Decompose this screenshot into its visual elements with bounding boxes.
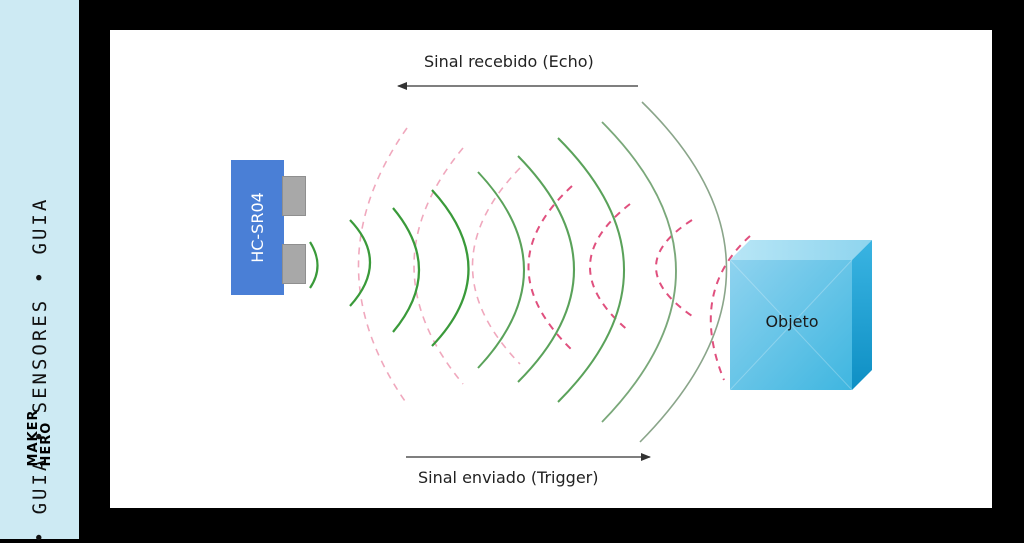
sent-wave-5 <box>477 171 525 369</box>
sent-wave-8 <box>601 121 677 423</box>
sidebar: • GUIA • SENSORES • GUIA MAKER HERO <box>0 0 79 543</box>
hc-sr04-sensor: HC-SR04 <box>231 160 284 295</box>
trigger-label: Sinal enviado (Trigger) <box>418 468 599 487</box>
echo-label: Sinal recebido (Echo) <box>424 52 594 71</box>
sensor-transducer-top <box>282 176 306 216</box>
echo-wave-4 <box>527 185 573 351</box>
sent-wave-3 <box>392 207 420 333</box>
sent-wave-9 <box>639 101 728 443</box>
echo-wave-1 <box>357 127 408 405</box>
echo-wave-3 <box>471 167 521 365</box>
logo-line-2: HERO <box>39 421 54 467</box>
sensor-transducer-bottom <box>282 244 306 284</box>
echo-wave-5 <box>589 203 631 333</box>
echo-wave-7 <box>709 235 751 381</box>
sent-wave-1 <box>309 241 319 289</box>
sent-wave-6 <box>517 155 575 383</box>
echo-wave-2 <box>413 147 464 385</box>
sent-wave-4 <box>431 189 470 347</box>
object-cube <box>729 240 872 391</box>
echo-wave-6 <box>655 219 693 317</box>
object-label: Objeto <box>765 312 819 331</box>
wave-diagram <box>309 82 872 461</box>
sent-wave-2 <box>349 219 371 307</box>
sent-wave-7 <box>557 137 625 403</box>
sensor-label: HC-SR04 <box>248 192 268 263</box>
maker-hero-logo: MAKER HERO <box>26 410 54 467</box>
sidebar-tagline: • GUIA • SENSORES • GUIA <box>29 196 51 543</box>
diagram-canvas: Sinal recebido (Echo) Sinal enviado (Tri… <box>110 30 992 508</box>
